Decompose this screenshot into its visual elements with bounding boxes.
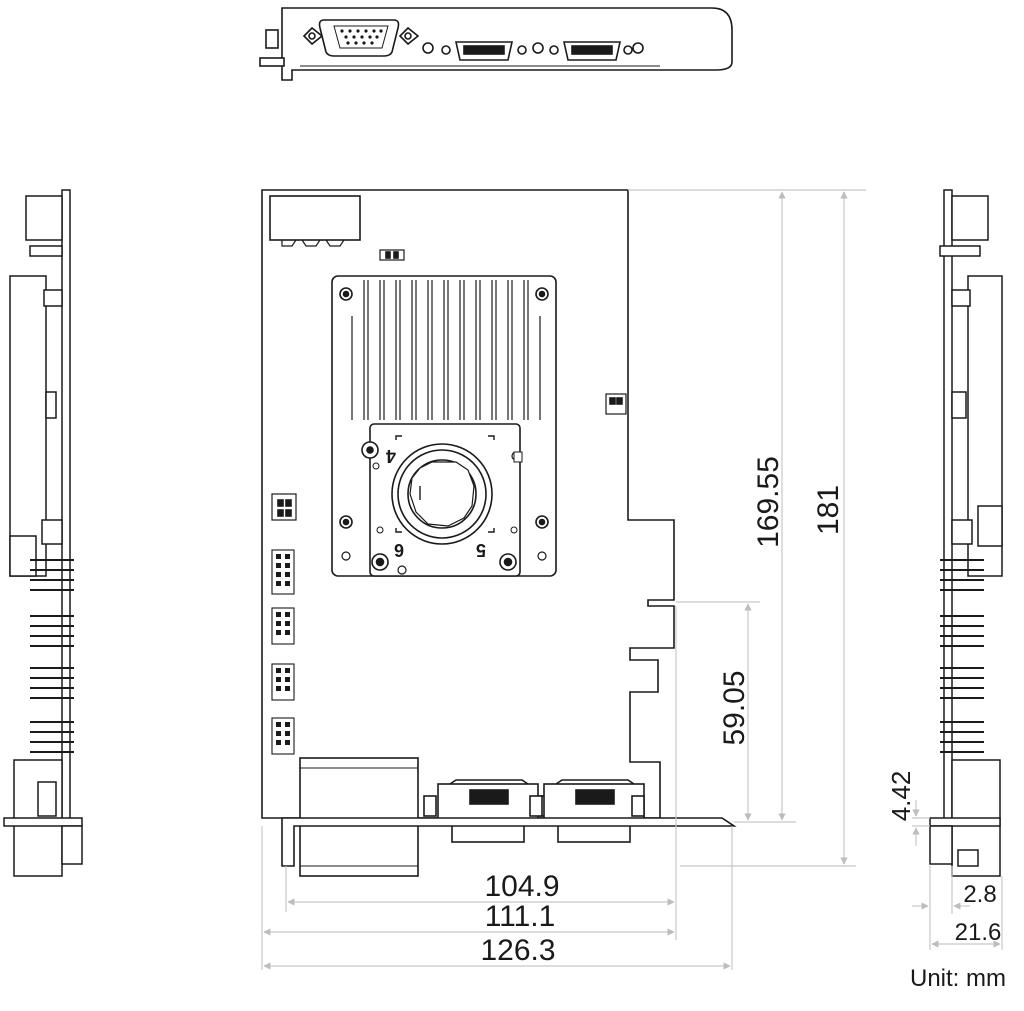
dim-height-total: 181 [812, 485, 845, 535]
vga-connector-top [302, 19, 420, 57]
right-side-view [929, 189, 1003, 877]
vga-connector-front [299, 757, 419, 877]
dim-width-inner: 104.9 [484, 870, 559, 903]
dimension-lines [261, 189, 1003, 970]
dim-height-board: 169.55 [752, 456, 785, 548]
left-side-view [3, 189, 83, 877]
dim-height-slot: 59.05 [718, 670, 751, 745]
db-connector-top-1 [441, 41, 527, 61]
right-side-pins [940, 559, 984, 753]
db-connector-top-2 [549, 41, 633, 61]
db-connector-front-2 [529, 779, 645, 843]
dim-width-mid: 111.1 [485, 900, 556, 933]
top-view-bracket [259, 7, 733, 81]
fan-module [361, 423, 523, 577]
unit-label: Unit: mm [910, 965, 1006, 992]
fan-mark-5: 5 [476, 540, 486, 560]
left-side-pins [30, 559, 74, 753]
fan-mark-6: 6 [394, 540, 404, 560]
dim-side-width: 21.6 [955, 919, 1002, 946]
dim-side-thickness-a: 4.42 [886, 771, 916, 822]
front-view-board [261, 189, 737, 877]
dim-side-thickness-b: 2.8 [963, 881, 996, 908]
fan-mark-4: 4 [386, 446, 396, 466]
dim-width-total: 126.3 [480, 934, 555, 967]
